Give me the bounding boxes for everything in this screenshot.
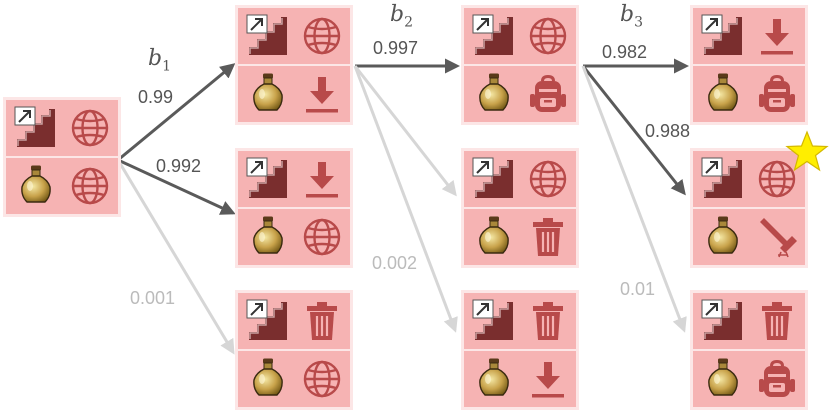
edge-l2a-l3b — [581, 65, 686, 196]
edge-root-l1c — [116, 159, 235, 355]
state-row-bottom — [6, 158, 118, 214]
state-row-top — [464, 151, 576, 207]
globe-icon — [300, 357, 344, 401]
download-icon — [300, 72, 344, 116]
potion-icon — [246, 215, 290, 259]
state-card-l3b[interactable] — [690, 148, 808, 268]
stairs-icon — [246, 157, 290, 201]
backpack-icon — [755, 357, 799, 401]
state-row-top — [464, 293, 576, 349]
globe-icon — [755, 157, 799, 201]
potion-icon — [14, 164, 58, 208]
edge-root-l1b — [117, 158, 236, 215]
trash-icon — [755, 299, 799, 343]
globe-icon — [68, 106, 112, 150]
state-card-l2a[interactable] — [461, 5, 579, 125]
edge-l1a-l2b — [353, 65, 457, 197]
trash-icon — [526, 299, 570, 343]
potion-icon — [701, 357, 745, 401]
edge-l2a-l3c — [581, 65, 687, 333]
state-row-top — [693, 8, 805, 64]
state-row-bottom — [693, 66, 805, 122]
globe-icon — [300, 215, 344, 259]
potion-icon — [246, 72, 290, 116]
hammer-icon — [755, 215, 799, 259]
state-row-bottom — [693, 351, 805, 407]
stairs-icon — [701, 157, 745, 201]
download-icon — [755, 14, 799, 58]
state-card-l3c[interactable] — [690, 290, 808, 410]
edge-label-root-top: 0.99 — [138, 87, 174, 107]
edge-label-l2-top: 0.982 — [602, 42, 648, 62]
stairs-icon — [701, 14, 745, 58]
edge-label-l2-low: 0.01 — [620, 279, 656, 299]
state-row-bottom — [693, 209, 805, 265]
state-card-l1a[interactable] — [235, 5, 353, 125]
state-card-l3a[interactable] — [690, 5, 808, 125]
stairs-icon — [472, 299, 516, 343]
potion-icon — [472, 72, 516, 116]
edge-l1a-l2c — [353, 65, 458, 333]
state-row-bottom — [238, 66, 350, 122]
state-card-l1b[interactable] — [235, 148, 353, 268]
state-row-top — [693, 151, 805, 207]
state-row-top — [238, 8, 350, 64]
stairs-icon — [472, 14, 516, 58]
globe-icon — [68, 164, 112, 208]
state-row-top — [464, 8, 576, 64]
stage-label-b2: b2 — [390, 2, 414, 31]
star-icon — [785, 130, 829, 172]
globe-icon — [300, 14, 344, 58]
edge-label-root-low: 0.001 — [130, 288, 176, 308]
state-card-l2b[interactable] — [461, 148, 579, 268]
potion-icon — [472, 357, 516, 401]
state-row-bottom — [238, 351, 350, 407]
stairs-icon — [246, 14, 290, 58]
download-icon — [526, 357, 570, 401]
backpack-icon — [755, 72, 799, 116]
stairs-icon — [472, 157, 516, 201]
edge-label-l1-top: 0.997 — [373, 38, 419, 58]
stairs-icon — [246, 299, 290, 343]
state-row-top — [693, 293, 805, 349]
edge-root-l1a — [117, 63, 236, 162]
download-icon — [300, 157, 344, 201]
state-row-top — [238, 151, 350, 207]
globe-icon — [526, 14, 570, 58]
state-row-top — [6, 100, 118, 156]
state-row-top — [238, 293, 350, 349]
state-row-bottom — [464, 351, 576, 407]
stage-label-b3: b3 — [620, 2, 644, 31]
stairs-icon — [701, 299, 745, 343]
state-card-l2c[interactable] — [461, 290, 579, 410]
potion-icon — [472, 215, 516, 259]
edge-label-l1-low: 0.002 — [372, 253, 418, 273]
stairs-icon — [14, 106, 58, 150]
state-row-bottom — [238, 209, 350, 265]
backpack-icon — [526, 72, 570, 116]
state-card-l1c[interactable] — [235, 290, 353, 410]
edge-label-l2-mid: 0.988 — [645, 121, 691, 141]
edge-label-root-mid: 0.992 — [156, 156, 202, 176]
trash-icon — [526, 215, 570, 259]
stage-label-b1: b1 — [148, 46, 172, 75]
potion-icon — [701, 215, 745, 259]
globe-icon — [526, 157, 570, 201]
potion-icon — [701, 72, 745, 116]
state-row-bottom — [464, 209, 576, 265]
trash-icon — [300, 299, 344, 343]
state-card-root[interactable] — [3, 97, 121, 217]
state-row-bottom — [464, 66, 576, 122]
potion-icon — [246, 357, 290, 401]
